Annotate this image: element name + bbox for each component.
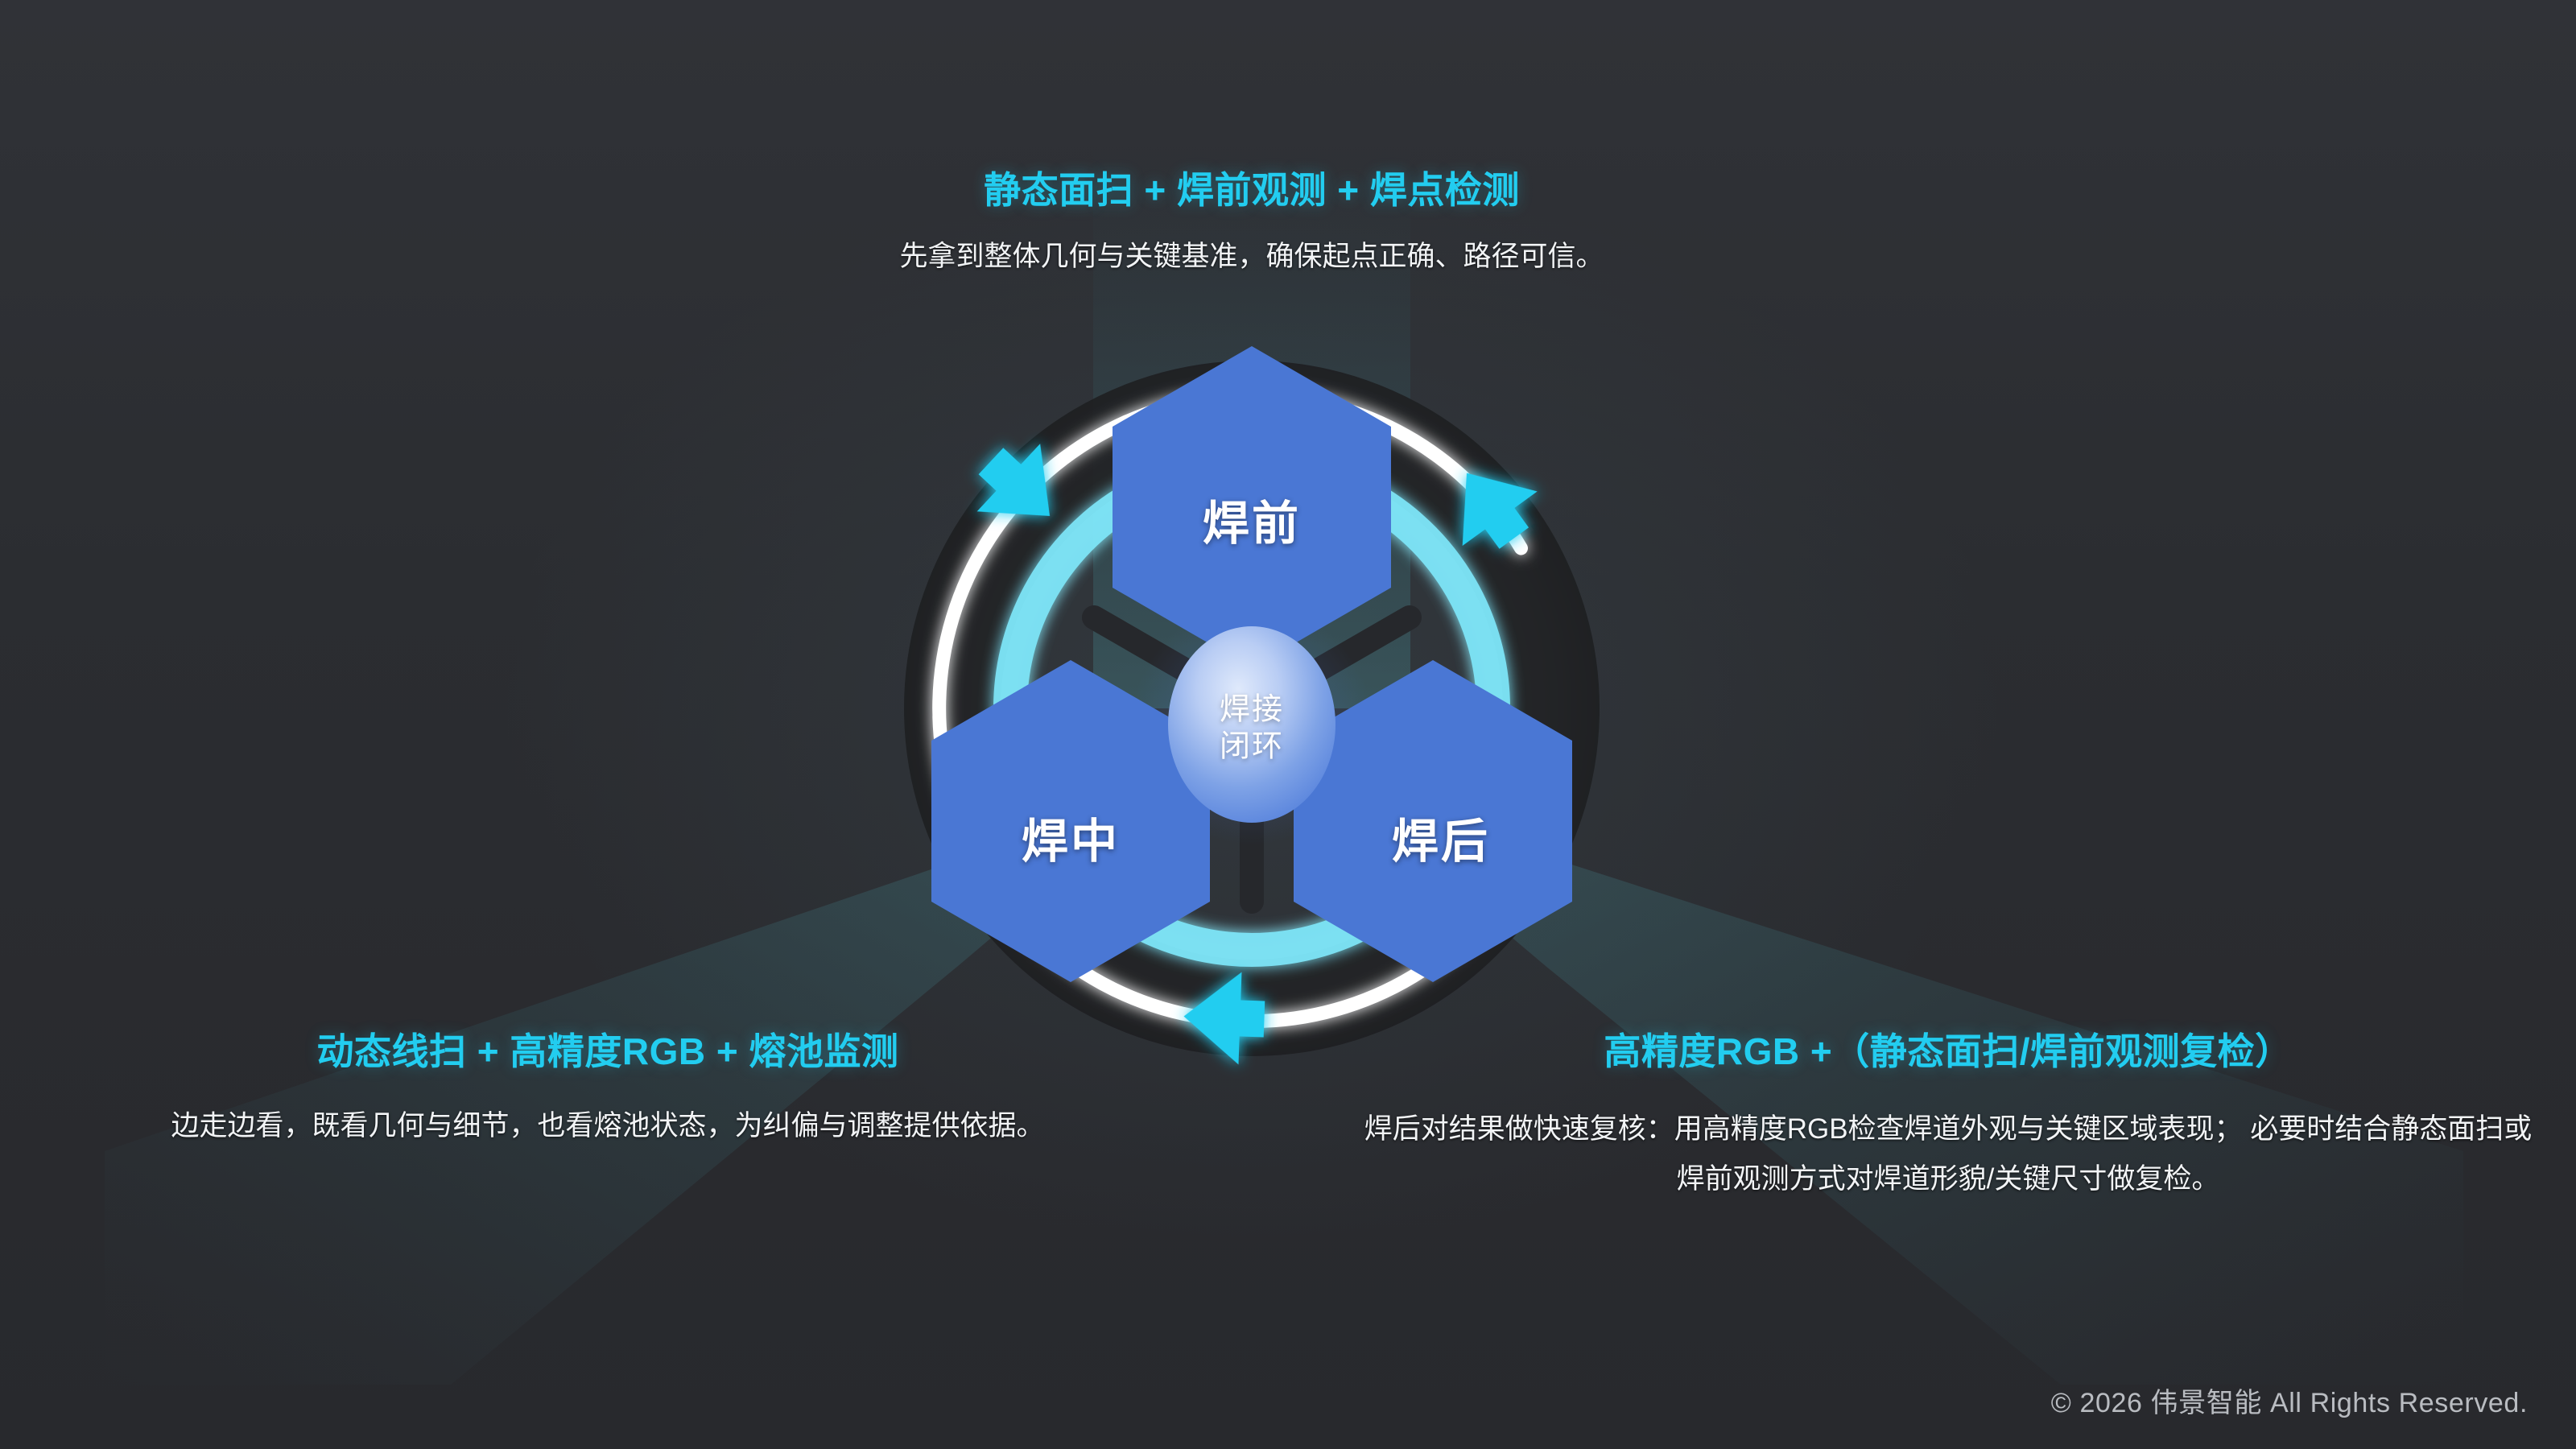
section-pre-weld-body: 先拿到整体几何与关键基准，确保起点正确、路径可信。: [899, 241, 1604, 272]
footer-copyright: © 2026 伟景智能 All Rights Reserved.: [2050, 1388, 2528, 1418]
section-during-weld-body: 边走边看，既看几何与细节，也看熔池状态，为纠偏与调整提供依据。: [171, 1110, 1045, 1141]
section-during-weld: 动态线扫 + 高精度RGB + 熔池监测 边走边看，既看几何与细节，也看熔池状态…: [32, 1022, 1183, 1147]
core-sphere: [1168, 626, 1335, 823]
section-during-weld-heading: 动态线扫 + 高精度RGB + 熔池监测: [316, 1030, 899, 1072]
flow-arrow-top-right: [1462, 473, 1538, 549]
section-post-weld-heading: 高精度RGB +（静态面扫/焊前观测复检）: [1604, 1030, 2293, 1072]
section-pre-weld: 静态面扫 + 焊前观测 + 焊点检测 先拿到整体几何与关键基准，确保起点正确、路…: [483, 161, 2021, 278]
flow-arrow-top-left: [976, 444, 1051, 516]
section-post-weld-body: 焊后对结果做快速复核：用高精度RGB检查焊道外观与关键区域表现； 必要时结合静态…: [1364, 1113, 2533, 1195]
section-post-weld: 高精度RGB +（静态面扫/焊前观测复检） 焊后对结果做快速复核：用高精度RGB…: [1352, 1022, 2544, 1205]
hex-label-post: 焊后: [1391, 815, 1491, 868]
section-pre-weld-heading: 静态面扫 + 焊前观测 + 焊点检测: [984, 169, 1520, 211]
flow-arrow-bottom: [1183, 972, 1265, 1065]
hex-label-during: 焊中: [1021, 815, 1121, 868]
hex-node-pre[interactable]: [1113, 346, 1391, 668]
hex-label-pre: 焊前: [1202, 497, 1302, 550]
core-label: 焊接 闭环: [1219, 692, 1285, 764]
